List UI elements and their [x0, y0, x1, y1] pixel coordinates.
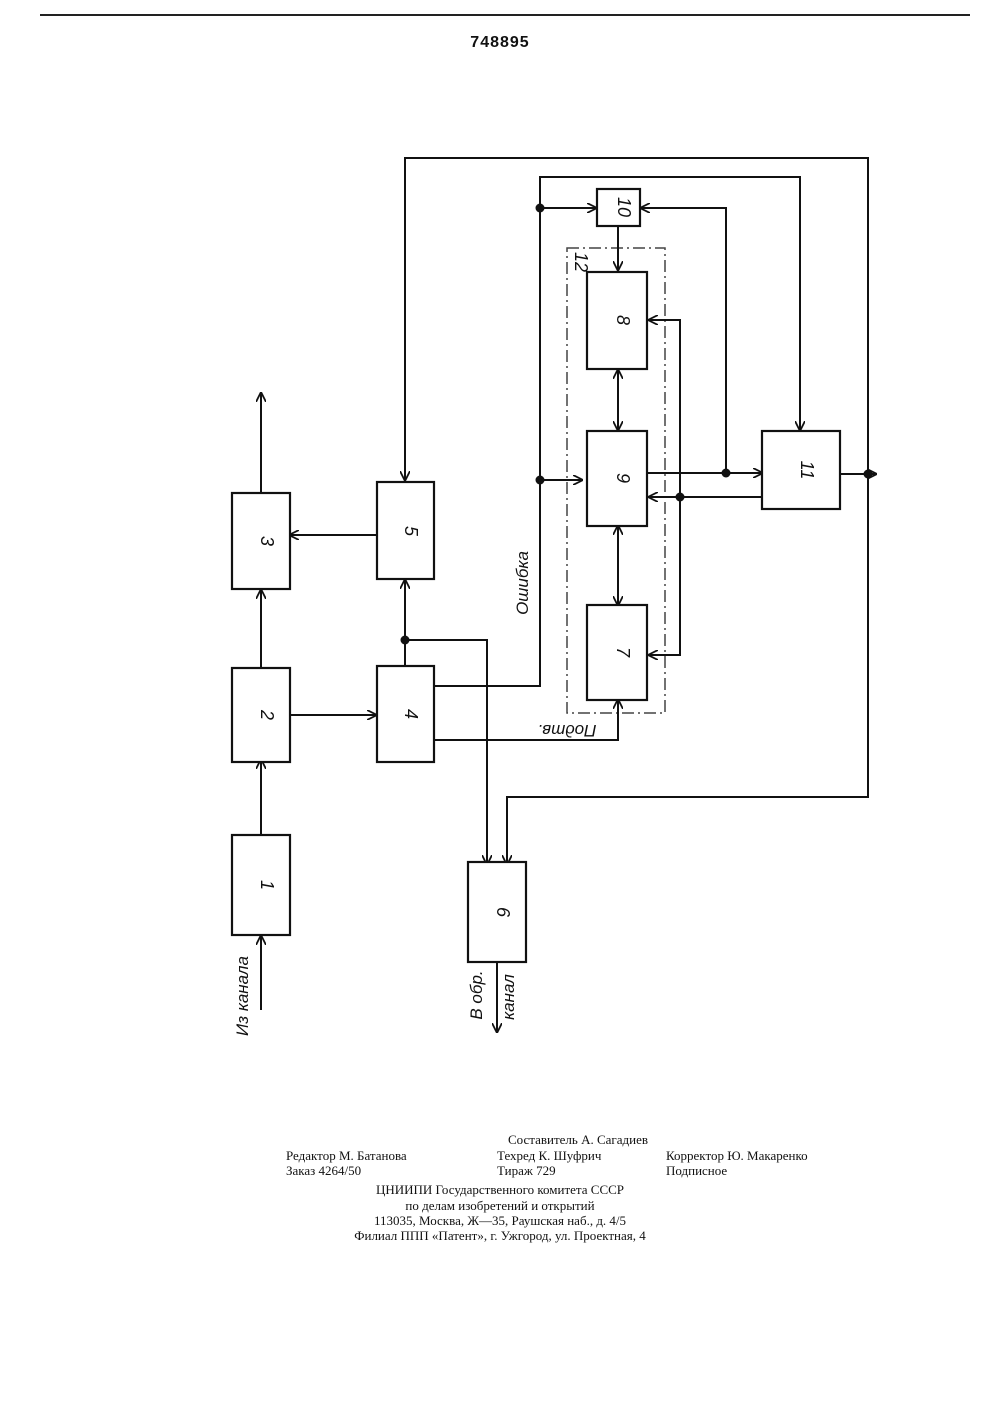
block-4: 4 — [377, 666, 434, 762]
block-2-label: 2 — [257, 709, 277, 720]
imprint-corrector: Корректор Ю. Макаренко — [666, 1148, 808, 1164]
block-7: 7 — [587, 605, 647, 700]
block-11-label: 11 — [797, 461, 817, 480]
group-12-label: 12 — [571, 252, 591, 272]
block-8: 8 — [587, 272, 647, 369]
imprint-compiler: Составитель А. Сагадиев — [508, 1132, 648, 1148]
connection-lines — [261, 158, 876, 1032]
imprint-org-line1: ЦНИИПИ Государственного комитета СССР — [0, 1182, 1000, 1198]
confirm-label: Подтв. — [538, 721, 597, 740]
imprint-branch: Филиал ППП «Патент», г. Ужгород, ул. Про… — [0, 1228, 1000, 1244]
block-3-label: 3 — [257, 536, 277, 546]
imprint-order: Заказ 4264/50 — [286, 1163, 361, 1179]
imprint-circulation: Тираж 729 — [497, 1163, 556, 1179]
block-1: 1 — [232, 835, 290, 935]
block-2: 2 — [232, 668, 290, 762]
imprint-editor: Редактор М. Батанова — [286, 1148, 407, 1164]
block-10-label: 10 — [614, 197, 634, 217]
output-label-2: канал — [499, 974, 518, 1020]
output-label-1: В обр. — [467, 970, 486, 1019]
block-9-label: 9 — [613, 473, 633, 483]
block-4-label: 4 — [401, 709, 421, 719]
block-3: 3 — [232, 493, 290, 589]
input-label: Из канала — [233, 956, 252, 1036]
block-8-label: 8 — [613, 315, 633, 325]
error-label: Ошибка — [513, 551, 532, 615]
block-10: 10 — [597, 189, 640, 226]
block-6-label: 6 — [493, 907, 513, 918]
block-1-label: 1 — [257, 880, 277, 890]
imprint-org-line3: 113035, Москва, Ж—35, Раушская наб., д. … — [0, 1213, 1000, 1229]
block-9: 9 — [587, 431, 647, 526]
junction-dots — [401, 204, 873, 645]
imprint-org-line2: по делам изобретений и открытий — [0, 1198, 1000, 1214]
block-6: 6 — [468, 862, 526, 962]
imprint-techred: Техред К. Шуфрич — [497, 1148, 601, 1164]
imprint-subscription: Подписное — [666, 1163, 727, 1179]
block-5: 5 — [377, 482, 434, 579]
block-5-label: 5 — [401, 526, 421, 537]
block-7-label: 7 — [613, 647, 633, 658]
block-11: 11 — [762, 431, 840, 509]
